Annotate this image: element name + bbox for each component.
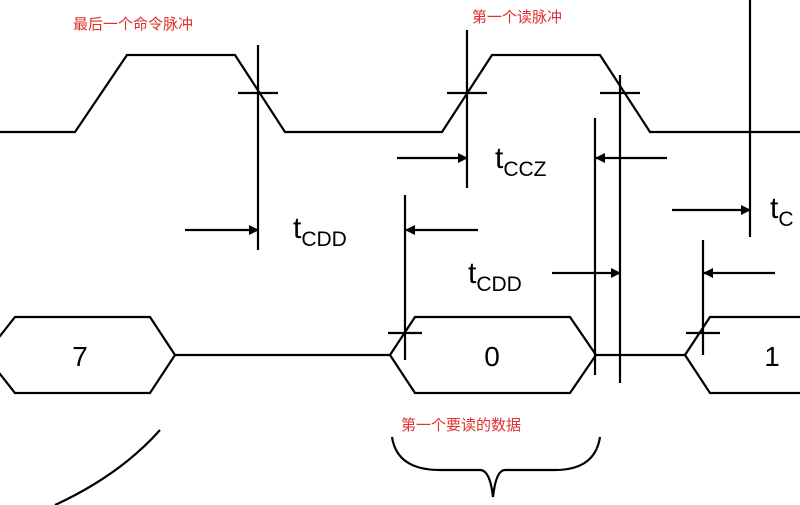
data-bus-waveform: [0, 315, 800, 395]
annotation-last-command-pulse: 最后一个命令脉冲: [73, 15, 193, 33]
label-tcdd-1: tCDD: [293, 212, 347, 251]
reference-lines: [238, 0, 752, 383]
label-tccz: tCCZ: [495, 142, 547, 181]
data-value-0: 0: [484, 341, 500, 372]
data-cell-1: [683, 315, 800, 395]
data-brace: [390, 436, 602, 498]
timing-arrows: [185, 153, 775, 278]
annotation-first-read-pulse: 第一个读脉冲: [472, 8, 562, 26]
data-value-7: 7: [72, 341, 88, 372]
label-tcdd-2: tCDD: [468, 257, 522, 296]
arc-stroke: [54, 429, 161, 505]
clock-waveform: [0, 53, 800, 134]
data-value-1: 1: [764, 341, 780, 372]
annotation-first-data-to-read: 第一个要读的数据: [401, 416, 521, 434]
bottom-decorations: [54, 429, 602, 505]
label-tc: tC: [770, 192, 794, 231]
